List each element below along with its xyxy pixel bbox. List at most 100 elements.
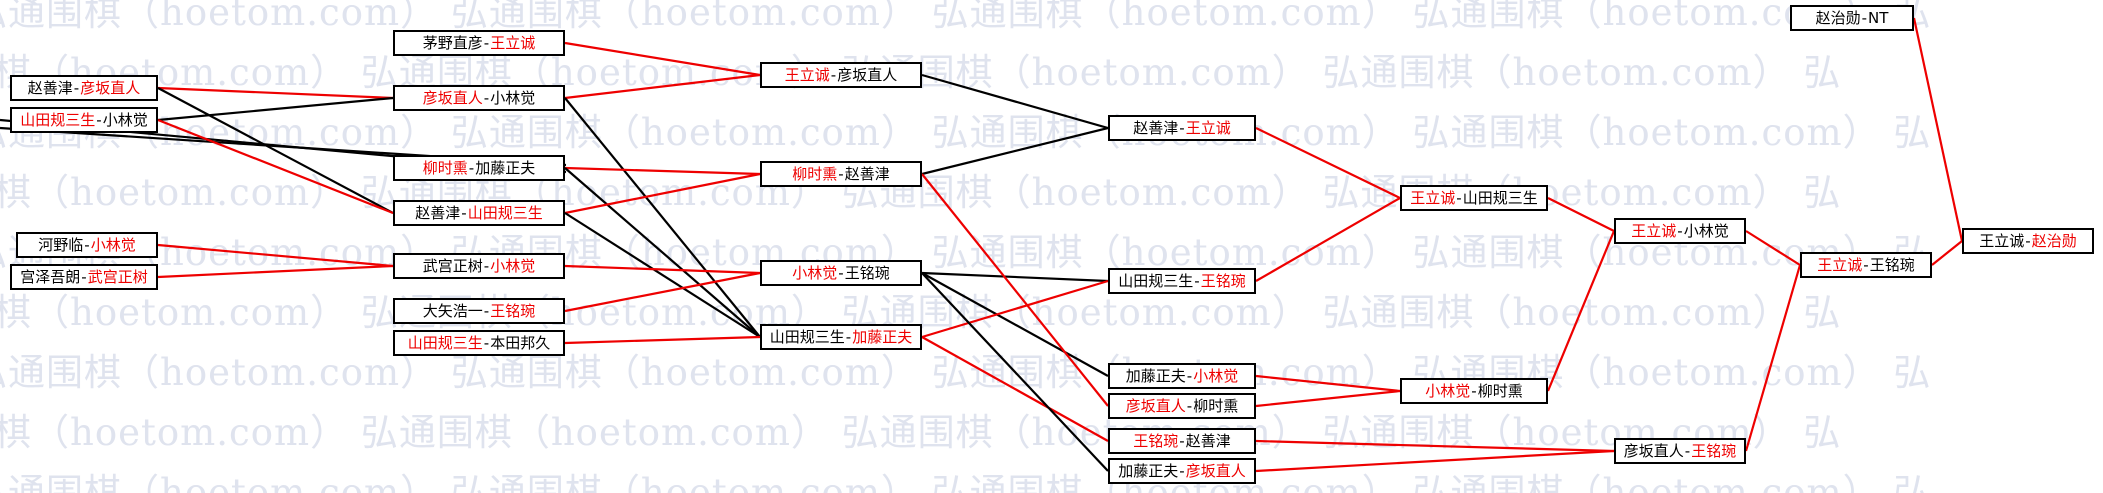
player-left: 王立诚 (784, 65, 830, 84)
player-left: 彦坂直人 (1623, 441, 1684, 460)
connector-line (1931, 240, 1963, 266)
name-separator: - (1186, 396, 1193, 415)
match-node[interactable]: 山田规三生-加藤正夫 (760, 324, 922, 350)
match-node[interactable]: 宫泽吾朗-武宫正树 (10, 264, 158, 290)
player-right: 彦坂直人 (837, 65, 898, 84)
match-node[interactable]: 彦坂直人-柳时熏 (1108, 393, 1256, 419)
name-separator: - (1194, 271, 1200, 290)
match-node[interactable]: 王立诚-彦坂直人 (760, 62, 922, 88)
player-right: 柳时熏 (1477, 381, 1523, 400)
connector-line (1255, 389, 1401, 408)
match-node[interactable]: 柳时熏-赵善津 (760, 161, 922, 187)
match-node[interactable]: 柳时熏-加藤正夫 (393, 155, 565, 181)
player-left: 柳时熏 (422, 158, 468, 177)
player-right: 小林觉 (1683, 221, 1729, 240)
player-left: 彦坂直人 (422, 88, 483, 107)
player-right: 彦坂直人 (1185, 461, 1246, 480)
match-node[interactable]: 加藤正夫-小林觉 (1108, 363, 1256, 389)
player-right: 赵善津 (1185, 431, 1231, 450)
connector-line (1255, 439, 1615, 453)
name-separator: - (845, 327, 852, 346)
connector-line (157, 86, 394, 100)
name-separator: - (483, 333, 490, 352)
connector-line (157, 96, 394, 122)
connector-line (1255, 197, 1401, 282)
match-node[interactable]: 加藤正夫-彦坂直人 (1108, 458, 1256, 484)
connector-line (564, 97, 761, 338)
player-right: 山田规三生 (1462, 188, 1538, 207)
match-node[interactable]: 武宫正树-小林觉 (393, 253, 565, 279)
match-node[interactable]: 大矢浩一-王铭琬 (393, 298, 565, 324)
name-separator: - (483, 301, 490, 320)
match-node[interactable]: 赵善津-王立诚 (1108, 115, 1256, 141)
connector-line (564, 41, 761, 77)
player-left: 王铭琬 (1133, 431, 1179, 450)
match-node[interactable]: 河野临-小林觉 (16, 232, 158, 258)
connector-line (921, 173, 1109, 407)
name-separator: - (1863, 255, 1869, 274)
player-right: 小林觉 (1193, 366, 1239, 385)
name-separator: - (1179, 431, 1185, 450)
connector-line (1547, 197, 1615, 232)
match-node[interactable]: 小林觉-王铭琬 (760, 260, 922, 286)
player-left: 河野临 (38, 235, 84, 254)
name-separator: - (838, 263, 844, 282)
match-node[interactable]: 王立诚-王铭琬 (1800, 252, 1932, 278)
match-node[interactable]: 彦坂直人-小林觉 (393, 85, 565, 111)
name-separator: - (468, 158, 475, 177)
match-node[interactable]: 彦坂直人-王铭琬 (1614, 438, 1746, 464)
name-separator: - (838, 164, 844, 183)
player-left: 王立诚 (1631, 221, 1677, 240)
match-node[interactable]: 王立诚-小林觉 (1614, 218, 1746, 244)
player-right: 小林觉 (90, 235, 136, 254)
connector-line (1546, 230, 1616, 392)
match-node[interactable]: 王铭琬-赵善津 (1108, 428, 1256, 454)
match-node[interactable]: 赵治勋-NT (1790, 5, 1914, 31)
connector-line (1255, 127, 1401, 199)
match-node[interactable]: 山田规三生-本田邦久 (393, 330, 565, 356)
name-separator: - (483, 33, 490, 52)
player-right: 本田邦久 (490, 333, 551, 352)
name-separator: - (483, 256, 490, 275)
player-left: 王立诚 (1410, 188, 1456, 207)
connector-line (921, 336, 1109, 442)
connector-line (921, 73, 1109, 130)
player-left: 赵善津 (1133, 118, 1179, 137)
match-node[interactable]: 赵善津-彦坂直人 (10, 75, 158, 101)
match-node[interactable]: 茅野直彦-王立诚 (393, 30, 565, 56)
player-left: 武宫正树 (422, 256, 483, 275)
connector-line (564, 73, 761, 100)
connector-line (157, 264, 394, 279)
connector-line (921, 271, 1109, 283)
match-node[interactable]: 山田规三生-王铭琬 (1108, 268, 1256, 294)
player-left: 王立诚 (1979, 231, 2025, 250)
name-separator: - (81, 267, 87, 286)
connector-line (564, 271, 761, 313)
player-right: 小林觉 (102, 110, 148, 129)
connector-line (564, 167, 761, 338)
match-node[interactable]: 王立诚-山田规三生 (1400, 185, 1548, 211)
connector-line (1255, 449, 1615, 473)
connector-line (157, 118, 394, 215)
player-left: 山田规三生 (769, 327, 845, 346)
match-node[interactable]: 小林觉-柳时熏 (1400, 378, 1548, 404)
player-right: 王铭琬 (1691, 441, 1737, 460)
match-node[interactable]: 赵善津-山田规三生 (393, 200, 565, 226)
connector-line (921, 279, 1109, 339)
player-right: 王立诚 (490, 33, 536, 52)
name-separator: - (1186, 366, 1193, 385)
match-node[interactable]: 山田规三生-小林觉 (10, 107, 158, 133)
player-left: 彦坂直人 (1125, 396, 1186, 415)
connector-line (1745, 230, 1801, 266)
connector-line (564, 212, 761, 338)
player-right: 王铭琬 (844, 263, 890, 282)
match-node[interactable]: 王立诚-赵治勋 (1962, 228, 2094, 254)
player-right: 王立诚 (1185, 118, 1231, 137)
connector-line (157, 87, 394, 214)
player-right: 加藤正夫 (852, 327, 913, 346)
player-right: 王铭琬 (490, 301, 536, 320)
connector-line (564, 172, 761, 215)
player-right: 赵治勋 (2031, 231, 2077, 250)
player-left: 茅野直彦 (422, 33, 483, 52)
